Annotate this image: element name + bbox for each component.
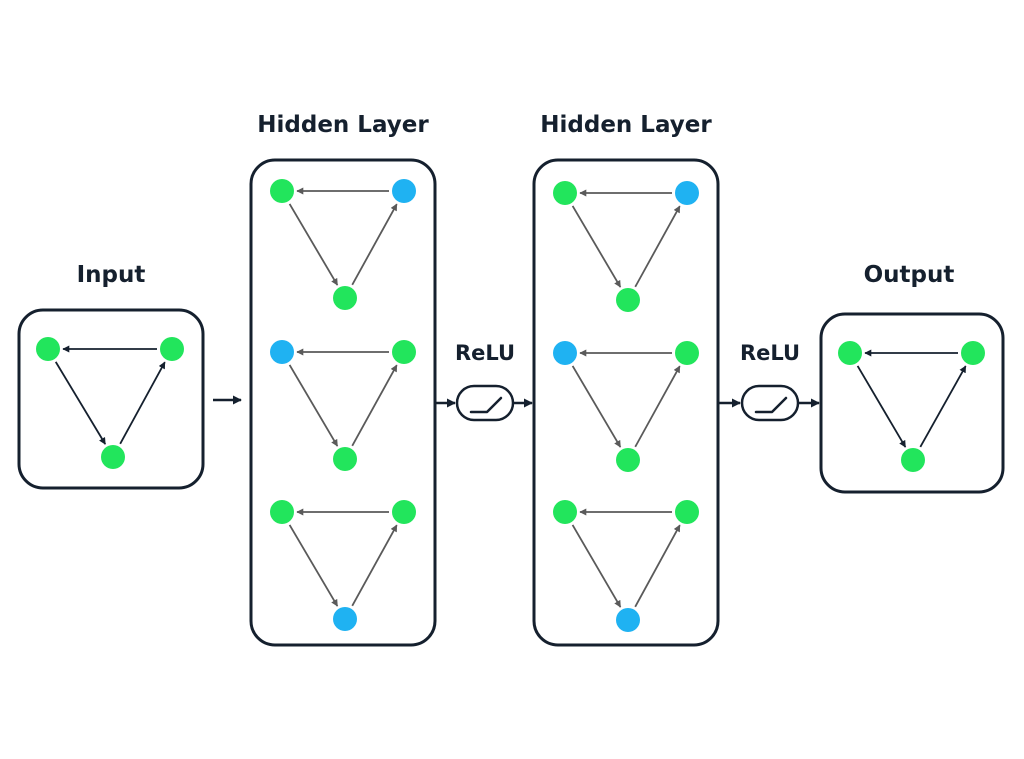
hidden2-graph-1-edge-bottom-right (634, 365, 681, 448)
hidden1-graph-0-node-1 (392, 179, 416, 203)
relu-1-box (455, 384, 515, 422)
hidden-layer-1-graphs (270, 179, 416, 631)
hidden1-graph-2-node-1 (392, 500, 416, 524)
output-graph-0-node-0 (838, 341, 862, 365)
output-title: Output (864, 262, 955, 288)
input-graph-0-edge-left-bottom (54, 361, 107, 445)
hidden-layer-1-title: Hidden Layer (257, 112, 429, 138)
hidden1-graph-0-node-2 (333, 286, 357, 310)
output-graph (838, 341, 985, 472)
relu-1-curve-icon (469, 396, 503, 414)
hidden2-graph-2-edge-left-bottom (571, 524, 622, 608)
hidden1-graph-1-edge-left-bottom (288, 364, 339, 447)
hidden2-graph-1-node-1 (675, 341, 699, 365)
hidden2-graph-0-edge-bottom-right (634, 205, 681, 288)
hidden1-graph-2-edge-bottom-right (351, 524, 398, 607)
hidden1-graph-0-edge-left-bottom (288, 203, 339, 286)
relu-2-box (740, 384, 800, 422)
input-graph-0-node-1 (160, 337, 184, 361)
relu-2-curve-icon (754, 396, 788, 414)
hidden1-graph-2-node-0 (270, 500, 294, 524)
input-graph-0-edge-bottom-right (119, 361, 166, 445)
hidden2-graph-1-node-0 (553, 341, 577, 365)
relu-2-label: ReLU (740, 341, 800, 365)
output-graph-0-edge-left-bottom (856, 365, 907, 448)
input-graph-0-node-2 (101, 445, 125, 469)
hidden1-graph-2-edge-left-bottom (288, 524, 339, 607)
hidden1-graph-1-node-0 (270, 340, 294, 364)
hidden1-graph-1-node-1 (392, 340, 416, 364)
hidden1-graph-1-node-2 (333, 447, 357, 471)
hidden1-graph-0-node-0 (270, 179, 294, 203)
input-graph-0-node-0 (36, 337, 60, 361)
hidden-layer-1-panel (249, 158, 437, 647)
output-graph-0-node-2 (901, 448, 925, 472)
hidden2-graph-2-node-2 (616, 608, 640, 632)
hidden2-graph-0-node-1 (675, 181, 699, 205)
hidden2-graph-0-edge-left-bottom (571, 205, 622, 288)
hidden2-graph-2-edge-bottom-right (634, 524, 681, 608)
hidden2-graph-0-node-0 (553, 181, 577, 205)
output-graph-0-edge-bottom-right (919, 365, 967, 448)
output-graph-0-node-1 (961, 341, 985, 365)
hidden1-graph-0-edge-bottom-right (351, 203, 398, 286)
hidden2-graph-1-node-2 (616, 448, 640, 472)
hidden2-graph-0-node-2 (616, 288, 640, 312)
hidden2-graph-2-node-1 (675, 500, 699, 524)
hidden-layer-2-title: Hidden Layer (540, 112, 712, 138)
relu-1-label: ReLU (455, 341, 515, 365)
hidden-layer-2-graphs (553, 181, 699, 632)
output-panel (819, 312, 1005, 494)
input-graph (36, 337, 184, 469)
hidden2-graph-1-edge-left-bottom (571, 365, 622, 448)
hidden1-graph-2-node-2 (333, 607, 357, 631)
input-title: Input (77, 262, 146, 288)
hidden1-graph-1-edge-bottom-right (351, 364, 398, 447)
hidden2-graph-2-node-0 (553, 500, 577, 524)
input-panel (17, 308, 205, 490)
hidden-layer-2-panel (532, 158, 720, 647)
